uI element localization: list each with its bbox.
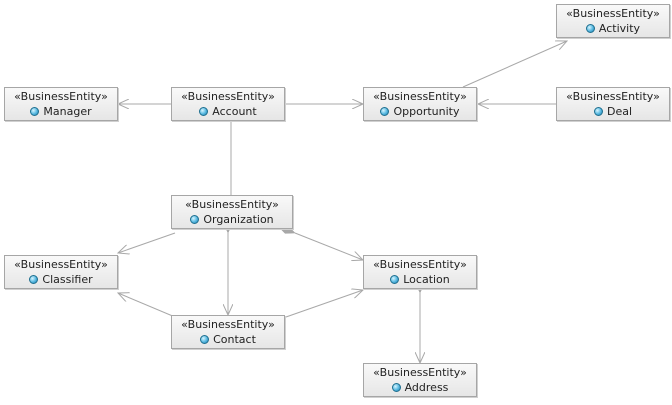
edge-contact-classifier (118, 293, 176, 318)
entity-icon (29, 275, 39, 284)
entity-deal[interactable]: «BusinessEntity» Deal (556, 87, 670, 121)
edge-organization-location (295, 233, 363, 260)
edge-opportunity-activity (462, 41, 567, 88)
entity-activity[interactable]: «BusinessEntity» Activity (556, 4, 670, 38)
entity-icon (585, 24, 595, 33)
entity-icon (200, 335, 210, 344)
entity-name: Activity (598, 22, 641, 35)
stereotype-label: «BusinessEntity» (14, 90, 108, 103)
entity-icon (190, 215, 200, 224)
stereotype-label: «BusinessEntity» (181, 90, 275, 103)
entity-contact[interactable]: «BusinessEntity» Contact (171, 315, 285, 349)
entity-opportunity[interactable]: «BusinessEntity» Opportunity (363, 87, 477, 121)
entity-location[interactable]: «BusinessEntity» Location (363, 255, 477, 289)
stereotype-label: «BusinessEntity» (14, 258, 108, 271)
entity-organization[interactable]: «BusinessEntity» Organization (171, 195, 293, 229)
entity-manager[interactable]: «BusinessEntity» Manager (4, 87, 118, 121)
entity-icon (593, 107, 603, 116)
entity-name: Address (404, 381, 449, 394)
entity-icon (199, 107, 209, 116)
edge-contact-location (285, 290, 363, 318)
entity-name: Classifier (42, 273, 93, 286)
entity-address[interactable]: «BusinessEntity» Address (363, 363, 477, 397)
entity-name: Location (403, 273, 450, 286)
entity-icon (380, 107, 390, 116)
entity-name: Manager (43, 105, 92, 118)
edge-organization-classifier (118, 232, 176, 253)
stereotype-label: «BusinessEntity» (185, 198, 279, 211)
entity-name: Opportunity (393, 105, 460, 118)
stereotype-label: «BusinessEntity» (373, 258, 467, 271)
stereotype-label: «BusinessEntity» (181, 318, 275, 331)
entity-name: Deal (606, 105, 633, 118)
stereotype-label: «BusinessEntity» (373, 366, 467, 379)
entity-account[interactable]: «BusinessEntity» Account (171, 87, 285, 121)
stereotype-label: «BusinessEntity» (566, 7, 660, 20)
entity-icon (390, 275, 400, 284)
entity-name: Contact (213, 333, 256, 346)
entity-classifier[interactable]: «BusinessEntity» Classifier (4, 255, 118, 289)
entity-icon (30, 107, 40, 116)
entity-name: Account (212, 105, 257, 118)
stereotype-label: «BusinessEntity» (373, 90, 467, 103)
entity-icon (391, 383, 401, 392)
entity-name: Organization (203, 213, 274, 226)
stereotype-label: «BusinessEntity» (566, 90, 660, 103)
